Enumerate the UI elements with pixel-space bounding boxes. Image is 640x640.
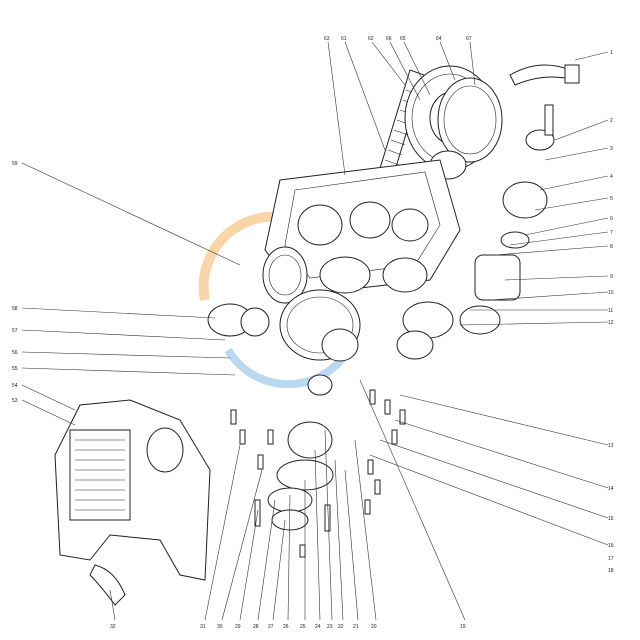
central-housing [264, 159, 461, 296]
callout-23: 23 [327, 624, 333, 630]
callout-32: 32 [110, 624, 116, 630]
callout-1: 1 [610, 50, 613, 56]
callout-55: 55 [12, 366, 18, 372]
callout-15: 15 [608, 516, 614, 522]
callout-11: 11 [608, 308, 613, 314]
left-gear-cluster [207, 246, 361, 362]
callout-54: 54 [12, 383, 18, 389]
leader-lines [21, 41, 609, 621]
callout-59: 59 [12, 161, 18, 167]
callout-12: 12 [608, 320, 614, 326]
callout-65: 65 [400, 36, 406, 42]
callout-20: 20 [371, 624, 377, 630]
callout-3: 3 [610, 146, 613, 152]
callout-22: 22 [338, 624, 344, 630]
callout-29: 29 [235, 624, 241, 630]
callout-18: 18 [608, 568, 614, 574]
callout-5: 5 [610, 196, 613, 202]
callout-25: 25 [300, 624, 306, 630]
right-side-parts [396, 64, 580, 360]
callout-numbers-top: 63 61 62 66 65 64 67 [324, 36, 472, 42]
callout-64: 64 [436, 36, 442, 42]
callout-14: 14 [608, 486, 614, 492]
callout-53: 53 [12, 398, 18, 404]
callout-6: 6 [610, 216, 613, 222]
callout-57: 57 [12, 328, 18, 334]
callout-numbers-right: 1 2 3 4 5 6 7 8 9 10 11 12 13 14 15 16 1… [608, 50, 614, 574]
callout-17: 17 [608, 556, 614, 562]
callout-58: 58 [12, 306, 18, 312]
callout-19: 19 [460, 624, 466, 630]
callout-24: 24 [315, 624, 321, 630]
main-shaft-assembly [377, 65, 503, 181]
callout-numbers-left: 59 58 57 56 55 54 53 [12, 161, 18, 404]
callout-56: 56 [12, 350, 18, 356]
callout-67: 67 [466, 36, 472, 42]
callout-62: 62 [368, 36, 374, 42]
callout-4: 4 [610, 174, 613, 180]
callout-2: 2 [610, 118, 613, 124]
callout-26: 26 [283, 624, 289, 630]
callout-7: 7 [610, 230, 613, 236]
callout-8: 8 [610, 244, 613, 250]
callout-30: 30 [217, 624, 223, 630]
callout-21: 21 [353, 624, 359, 630]
callout-66: 66 [386, 36, 392, 42]
callout-61: 61 [341, 36, 347, 42]
callout-27: 27 [268, 624, 274, 630]
callout-9: 9 [610, 274, 613, 280]
callout-31: 31 [200, 624, 206, 630]
callout-63: 63 [324, 36, 330, 42]
callout-numbers-bottom: 31 30 29 28 27 26 25 24 23 22 21 20 19 3… [110, 624, 466, 630]
lower-gear-assembly [267, 374, 334, 531]
callout-10: 10 [608, 290, 614, 296]
callout-13: 13 [608, 443, 614, 449]
lower-housing [54, 399, 211, 606]
callout-16: 16 [608, 543, 614, 549]
callout-28: 28 [253, 624, 259, 630]
